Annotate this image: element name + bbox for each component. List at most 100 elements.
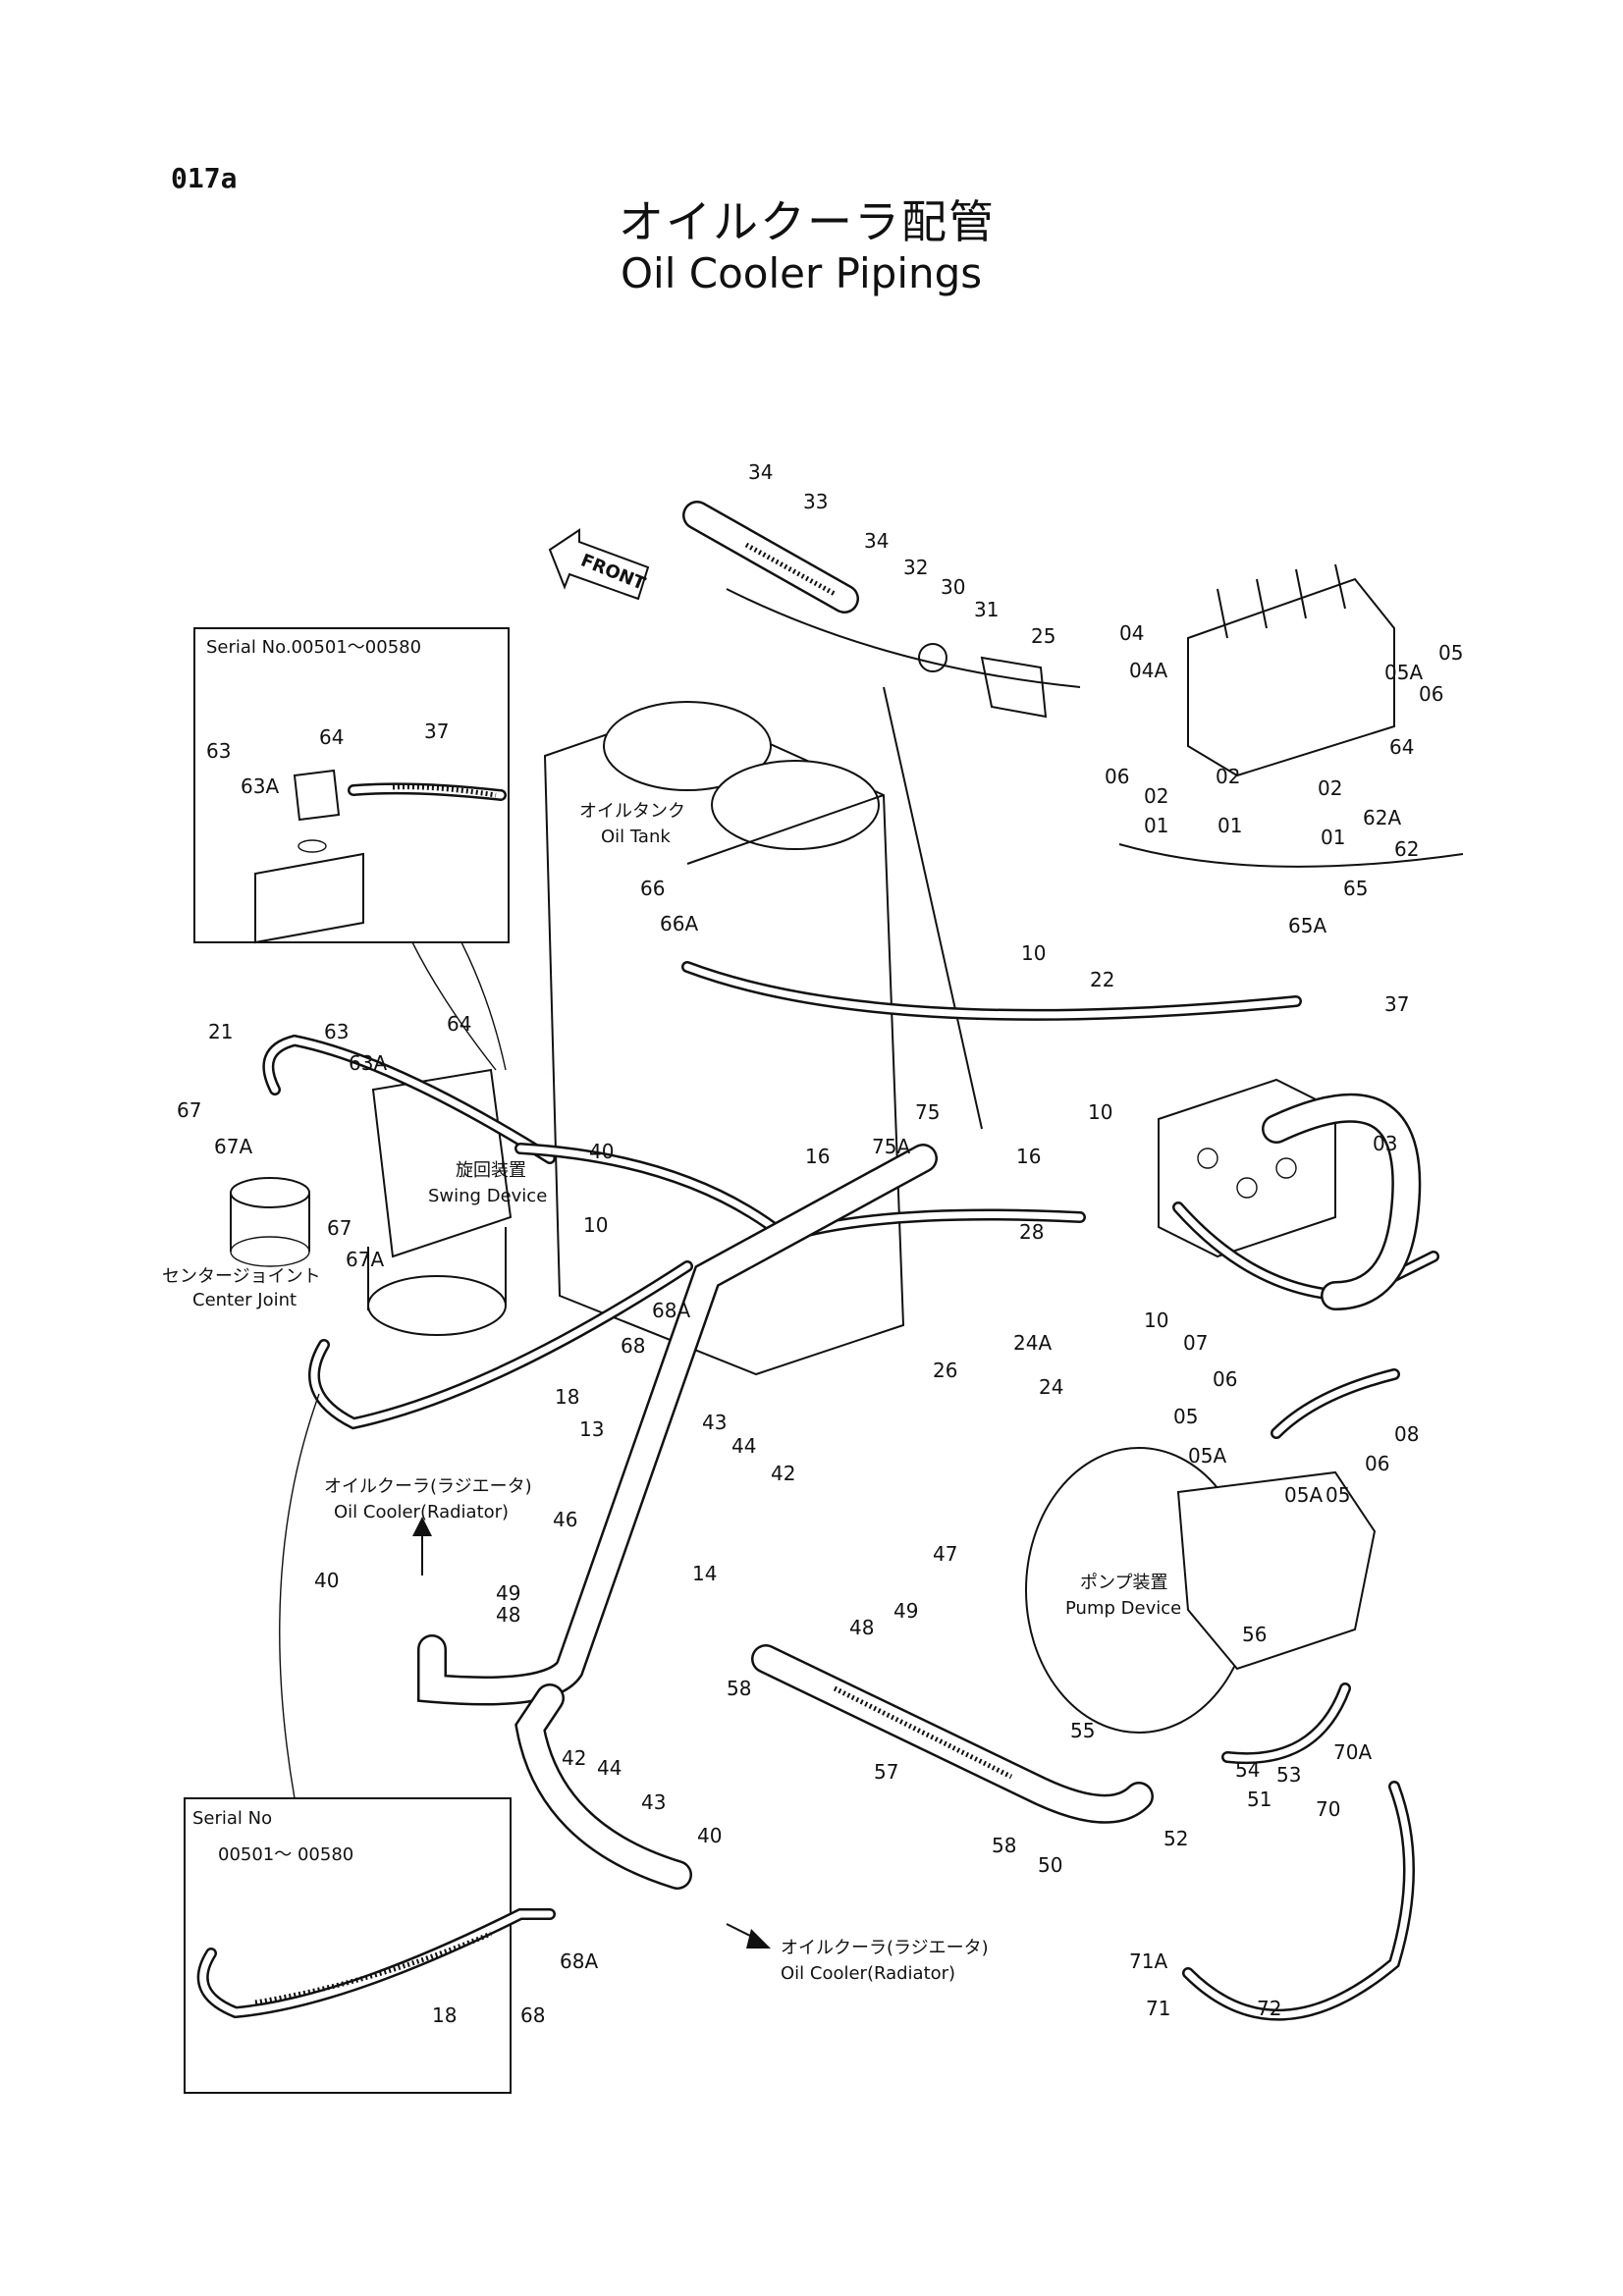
callout-24a-28: 24A (1013, 1331, 1052, 1355)
callout-66-0: 66 (640, 877, 665, 900)
page-title-english: Oil Cooler Pipings (621, 249, 983, 297)
callout-10-20: 10 (583, 1213, 608, 1237)
inset-tc-callout-33: 33 (803, 490, 828, 513)
callout-70a-60: 70A (1333, 1740, 1372, 1764)
callout-49-45: 49 (496, 1581, 520, 1605)
hoses (262, 961, 1439, 2021)
oil-cooler-1-label-jp: オイルクーラ(ラジエータ) (324, 1476, 532, 1497)
inset-tr-callout-02c: 02 (1318, 776, 1342, 800)
callout-06-32: 06 (1213, 1367, 1237, 1391)
oil-tank-label-en: Oil Tank (601, 827, 671, 847)
callout-67-11: 67 (177, 1098, 201, 1122)
inset-tr-callout-05: 05 (1438, 641, 1463, 665)
callout-68a-23: 68A (652, 1299, 690, 1322)
inset-bottom-left-serial-1: Serial No (192, 1808, 272, 1829)
inset-tr-callout-01b: 01 (1217, 814, 1242, 837)
callout-43-56: 43 (641, 1790, 666, 1814)
callout-53-59: 53 (1276, 1763, 1301, 1787)
callout-48-46: 48 (496, 1603, 520, 1627)
callout-43-40: 43 (702, 1411, 727, 1434)
callout-58-51: 58 (727, 1677, 751, 1700)
callout-44-55: 44 (597, 1756, 622, 1780)
callout-06-36: 06 (1365, 1452, 1389, 1475)
inset-tc-callout-25: 25 (1031, 624, 1055, 648)
callout-28-26: 28 (1019, 1220, 1044, 1244)
callout-57-57: 57 (874, 1760, 898, 1784)
callout-40-13: 40 (589, 1140, 614, 1163)
callout-05a-35: 05A (1188, 1444, 1226, 1468)
callout-10-18: 10 (1088, 1100, 1112, 1124)
callout-46-43: 46 (553, 1508, 577, 1531)
callout-18-25: 18 (555, 1385, 579, 1409)
callout-54-58: 54 (1235, 1758, 1260, 1782)
inset-tr-callout-62a: 62A (1363, 806, 1401, 829)
swing-device-label-jp: 旋回装置 (456, 1160, 526, 1181)
page-title-japanese: オイルクーラ配管 (619, 195, 996, 248)
callout-37-6: 37 (1384, 992, 1409, 1016)
inset-tr-callout-06a: 06 (1419, 682, 1443, 706)
callout-71-68: 71 (1146, 1997, 1170, 2020)
callout-67a-12: 67A (214, 1135, 252, 1158)
inset-tr-callout-04: 04 (1119, 621, 1144, 645)
callout-47-50: 47 (933, 1542, 957, 1566)
callout-50-65: 50 (1038, 1853, 1062, 1877)
callout-63a-9: 63A (349, 1051, 387, 1075)
callout-58-64: 58 (992, 1834, 1016, 1857)
callout-10-2: 10 (1021, 941, 1046, 965)
inset-tl-callout-37: 37 (424, 720, 449, 743)
callout-24-29: 24 (1039, 1375, 1063, 1399)
radiator-arrows (412, 1517, 771, 1949)
callout-55-53: 55 (1070, 1719, 1095, 1742)
callout-16-17: 16 (1016, 1145, 1041, 1168)
callout-16-16: 16 (805, 1145, 830, 1168)
callout-05a-37: 05A (1284, 1483, 1323, 1507)
inset-bl-callout-68: 68 (520, 2003, 545, 2027)
center-joint-label-en: Center Joint (192, 1290, 297, 1310)
callout-08-33: 08 (1394, 1422, 1419, 1446)
callout-75-15: 75 (915, 1100, 940, 1124)
callout-51-62: 51 (1247, 1788, 1271, 1811)
center-joint-label-jp: センタージョイント (162, 1266, 321, 1287)
inset-bl-callout-68a: 68A (560, 1949, 598, 1973)
oil-cooler-1-label-en: Oil Cooler(Radiator) (334, 1502, 509, 1522)
sheet-id: 017a (171, 162, 238, 194)
inset-tr-callout-62: 62 (1394, 837, 1419, 861)
inset-top-left-serial: Serial No.00501〜00580 (206, 637, 421, 658)
inset-tl-callout-63: 63 (206, 739, 231, 763)
inset-tc-callout-32: 32 (903, 556, 928, 579)
inset-bottom-left-serial-2: 00501〜 00580 (218, 1844, 353, 1865)
callout-65a-5: 65A (1288, 914, 1326, 937)
callout-65-4: 65 (1343, 877, 1368, 900)
pipes (417, 1093, 1422, 1890)
pump-device-label-en: Pump Device (1065, 1598, 1181, 1619)
inset-bottom-left: Serial No 00501〜 00580 18 68A 68 (184, 1393, 598, 2094)
inset-tc-callout-30: 30 (941, 575, 965, 599)
oil-tank-label-jp: オイルタンク (579, 801, 685, 822)
callout-52-66: 52 (1163, 1827, 1188, 1850)
callout-13-39: 13 (579, 1417, 604, 1441)
callout-71a-67: 71A (1129, 1949, 1167, 1973)
inset-bl-callout-18: 18 (432, 2003, 457, 2027)
inset-tr-callout-01c: 01 (1321, 826, 1345, 849)
callout-63-8: 63 (324, 1020, 349, 1043)
callout-56-52: 56 (1242, 1623, 1267, 1646)
pump-device-label-jp: ポンプ装置 (1080, 1573, 1167, 1593)
inset-tl-callout-63a: 63A (241, 774, 279, 798)
callout-67a-22: 67A (346, 1248, 384, 1271)
inset-tr-callout-02b: 02 (1216, 765, 1240, 788)
pump-device: ポンプ装置 Pump Device (1025, 1447, 1377, 1734)
callout-26-27: 26 (933, 1359, 957, 1382)
callout-21-7: 21 (208, 1020, 233, 1043)
inset-tr-callout-64: 64 (1389, 735, 1414, 759)
callout-40-44: 40 (314, 1569, 339, 1592)
callout-10-31: 10 (1144, 1308, 1168, 1332)
callout-49-49: 49 (893, 1599, 918, 1623)
callout-40-63: 40 (697, 1824, 722, 1847)
callout-05-38: 05 (1325, 1483, 1350, 1507)
callout-14-47: 14 (692, 1562, 717, 1585)
oil-cooler-2-label-jp: オイルクーラ(ラジエータ) (781, 1938, 989, 1958)
callout-48-48: 48 (849, 1616, 874, 1639)
